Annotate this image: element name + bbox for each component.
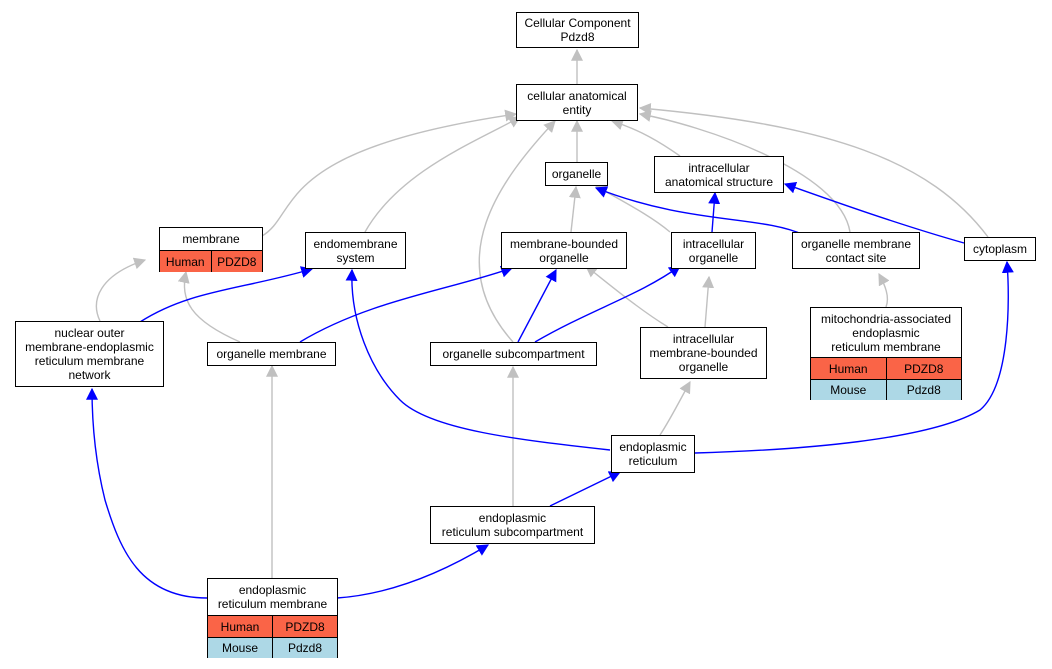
edge-cytoplasm-to-ias <box>783 181 965 244</box>
node-label: intracellular membrane-bounded organelle <box>649 332 758 374</box>
node-cytoplasm[interactable]: cytoplasm <box>964 237 1036 261</box>
edge-omcs-to-cae <box>638 110 851 233</box>
edge-imbo-to-io <box>702 275 715 328</box>
node-label: endoplasmic reticulum <box>619 440 687 468</box>
species-cell: Human <box>160 251 211 272</box>
edge-cytoplasm-to-cae <box>638 102 989 238</box>
edge-orgmem-to-membrane <box>177 270 241 343</box>
gene-cell: PDZD8 <box>272 616 337 637</box>
edge-orgsub-to-mbo <box>517 268 557 343</box>
edge-orgmem-to-mbo <box>299 265 514 343</box>
gene-cell: Pdzd8 <box>885 380 961 400</box>
annotation-row-human: Human PDZD8 <box>208 615 337 637</box>
annotation-row-human: Human PDZD8 <box>160 250 262 272</box>
node-label: membrane <box>182 232 240 246</box>
node-label: nuclear outer membrane-endoplasmic retic… <box>25 326 154 382</box>
node-label: membrane-bounded organelle <box>509 236 619 265</box>
annotation-row-human: Human PDZD8 <box>811 357 961 379</box>
node-er-subcompartment[interactable]: endoplasmic reticulum subcompartment <box>430 506 595 544</box>
node-nuclear-outer-membrane-er-network[interactable]: nuclear outer membrane-endoplasmic retic… <box>15 321 164 387</box>
node-organelle-membrane[interactable]: organelle membrane <box>207 342 336 366</box>
node-organelle-membrane-contact-site[interactable]: organelle membrane contact site <box>792 232 920 269</box>
node-label: cytoplasm <box>972 242 1028 256</box>
edge-mbo-to-organelle <box>568 185 581 233</box>
edge-mam-to-omcs <box>878 272 890 308</box>
species-cell: Mouse <box>208 638 272 658</box>
edge-er-to-imbo <box>659 380 691 436</box>
node-cellular-anatomical-entity[interactable]: cellular anatomical entity <box>516 84 638 121</box>
edge-membrane-to-cae <box>261 109 518 237</box>
edge-io-to-ias <box>708 191 721 233</box>
node-membrane-bounded-organelle[interactable]: membrane-bounded organelle <box>501 232 627 269</box>
edge-endomembrane-to-cae <box>364 116 522 233</box>
edge-er-to-cytoplasm <box>694 260 1014 454</box>
gene-cell: Pdzd8 <box>272 638 337 658</box>
node-membrane[interactable]: membrane Human PDZD8 <box>159 227 263 272</box>
node-label: endoplasmic reticulum membrane <box>217 583 328 611</box>
gene-cell: PDZD8 <box>210 251 262 272</box>
edge-ersub-to-er <box>549 471 622 507</box>
node-label: intracellular organelle <box>682 236 745 265</box>
edge-orgsub-to-cae <box>478 120 556 343</box>
node-er-membrane[interactable]: endoplasmic reticulum membrane Human PDZ… <box>207 578 338 658</box>
node-label: endoplasmic reticulum subcompartment <box>441 511 584 539</box>
node-label: endomembrane system <box>313 236 398 265</box>
node-label: Cellular Component Pdzd8 <box>524 16 631 44</box>
node-label: intracellular anatomical structure <box>664 160 774 189</box>
species-cell: Human <box>208 616 272 637</box>
node-intracellular-membrane-bounded-organelle[interactable]: intracellular membrane-bounded organelle <box>640 327 767 379</box>
species-cell: Mouse <box>811 380 886 400</box>
annotation-row-mouse: Mouse Pdzd8 <box>811 379 961 400</box>
node-endomembrane-system[interactable]: endomembrane system <box>305 232 406 269</box>
node-organelle-subcompartment[interactable]: organelle subcompartment <box>430 342 597 366</box>
node-endoplasmic-reticulum[interactable]: endoplasmic reticulum <box>611 435 695 473</box>
edge-orgsub-to-io <box>534 265 681 343</box>
node-label: organelle membrane contact site <box>800 236 912 265</box>
edge-er-to-endomembrane <box>345 268 611 451</box>
edge-ermem-to-ersub <box>336 544 490 599</box>
node-label: cellular anatomical entity <box>527 88 627 117</box>
node-intracellular-anatomical-structure[interactable]: intracellular anatomical structure <box>654 156 784 193</box>
edge-ias-to-cae <box>610 118 681 157</box>
node-label: organelle membrane <box>216 347 327 361</box>
edge-nom-to-membrane <box>95 257 147 322</box>
edge-omcs-to-organelle <box>594 186 805 236</box>
node-label: organelle subcompartment <box>442 347 585 361</box>
node-organelle[interactable]: organelle <box>545 162 608 186</box>
node-cellular-component-root[interactable]: Cellular Component Pdzd8 <box>516 12 639 48</box>
species-cell: Human <box>811 358 886 379</box>
node-intracellular-organelle[interactable]: intracellular organelle <box>671 232 756 269</box>
edge-ermem-to-nom <box>86 387 208 599</box>
node-mitochondria-associated-er-membrane[interactable]: mitochondria-associated endoplasmic reti… <box>810 307 962 400</box>
node-label: organelle <box>551 167 602 181</box>
edge-nom-to-endomembrane <box>139 266 314 323</box>
annotation-row-mouse: Mouse Pdzd8 <box>208 637 337 658</box>
gene-cell: PDZD8 <box>885 358 961 379</box>
node-label: mitochondria-associated endoplasmic reti… <box>820 311 952 354</box>
